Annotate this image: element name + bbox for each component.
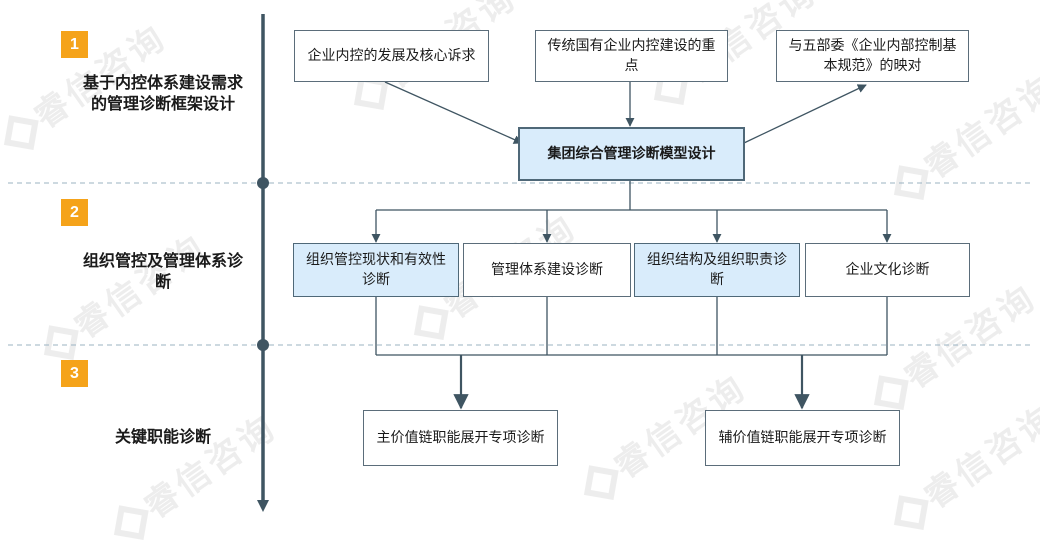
diagram-connectors [8,14,1030,512]
box-text: 管理体系建设诊断 [491,262,603,278]
stage-title: 关键职能诊断 [114,427,211,446]
output-box-primary-value-chain: 主价值链职能展开专项诊断 [363,410,558,466]
box-text: 集团综合管理诊断模型设计 [547,146,716,162]
diagnosis-box-management-system: 管理体系建设诊断 [463,243,631,297]
arrow-input1-center [384,81,523,144]
diagnosis-box-corporate-culture: 企业文化诊断 [805,243,970,297]
box-text: 企业文化诊断 [845,262,930,278]
box-text: 组织结构及组织职责诊断 [647,252,787,288]
box-text: 与五部委《企业内部控制基本规范》的映对 [788,38,957,74]
box-text: 组织管控现状和有效性诊断 [306,252,446,288]
stage-title: 组织管控及管理体系诊断 [82,251,243,291]
timeline-node [257,177,269,189]
box-text: 企业内控的发展及核心诉求 [307,48,476,64]
center-model-box: 集团综合管理诊断模型设计 [518,127,745,181]
box-text: 传统国有企业内控建设的重点 [547,38,716,74]
input-box-basic-norms-mapping: 与五部委《企业内部控制基本规范》的映对 [776,30,969,82]
stage-number-badge: 3 [61,360,88,387]
stage-number-badge: 2 [61,199,88,226]
output-box-support-value-chain: 辅价值链职能展开专项诊断 [705,410,900,466]
timeline-arrow-icon [257,500,269,512]
input-box-internal-control-development: 企业内控的发展及核心诉求 [294,30,489,82]
diagnosis-box-org-control: 组织管控现状和有效性诊断 [293,243,459,297]
arrow-center-input3 [743,84,867,144]
stage-title: 基于内控体系建设需求的管理诊断框架设计 [82,73,243,113]
diagnosis-box-org-structure: 组织结构及组织职责诊断 [634,243,800,297]
timeline-node [257,339,269,351]
stage-number-badge: 1 [61,31,88,58]
box-text: 主价值链职能展开专项诊断 [376,430,545,446]
input-box-soe-control-focus: 传统国有企业内控建设的重点 [535,30,728,82]
box-text: 辅价值链职能展开专项诊断 [718,430,887,446]
